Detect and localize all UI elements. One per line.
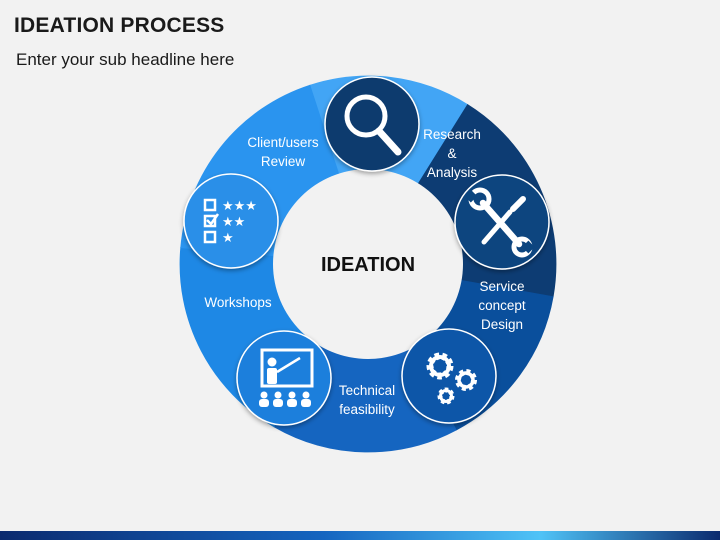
svg-text:★★★: ★★★: [222, 199, 257, 214]
svg-text:★: ★: [222, 231, 234, 246]
svg-text:★★: ★★: [222, 215, 245, 230]
stage-client-users-review: Client/users Review: [247, 135, 319, 169]
stage-label-review-line-1: Client/users: [247, 135, 319, 150]
center-label: IDEATION: [321, 254, 415, 276]
stage-workshops: Workshops: [204, 295, 272, 310]
tools-icon: [454, 174, 550, 270]
stage-label-research-line-2: &: [447, 146, 456, 161]
center-hub: [273, 169, 463, 359]
stage-label-service-line-2: concept: [478, 298, 526, 313]
stage-label-service-line-3: Design: [481, 317, 523, 332]
rating-checklist-icon: ★★★ ★★ ★: [183, 173, 279, 269]
stage-label-research-line-1: Research: [423, 127, 481, 142]
page-title: IDEATION PROCESS: [14, 14, 225, 37]
stage-technical-feasibility: Technical feasibility: [339, 383, 395, 417]
stage-research-analysis: Research & Analysis: [423, 127, 481, 180]
magnifier-icon: [324, 76, 420, 172]
stage-label-technical-line-1: Technical: [339, 383, 395, 398]
stage-label-technical-line-2: feasibility: [339, 402, 395, 417]
gears-icon: [401, 328, 497, 424]
presentation-icon: [236, 330, 332, 426]
stage-service-concept-design: Service concept Design: [478, 279, 526, 332]
footer-accent-bar: [0, 531, 720, 540]
stage-label-review-line-2: Review: [261, 154, 306, 169]
stage-label-research-line-3: Analysis: [427, 165, 478, 180]
stage-label-workshops: Workshops: [204, 295, 272, 310]
sub-headline: Enter your sub headline here: [16, 50, 235, 69]
stage-label-service-line-1: Service: [479, 279, 524, 294]
